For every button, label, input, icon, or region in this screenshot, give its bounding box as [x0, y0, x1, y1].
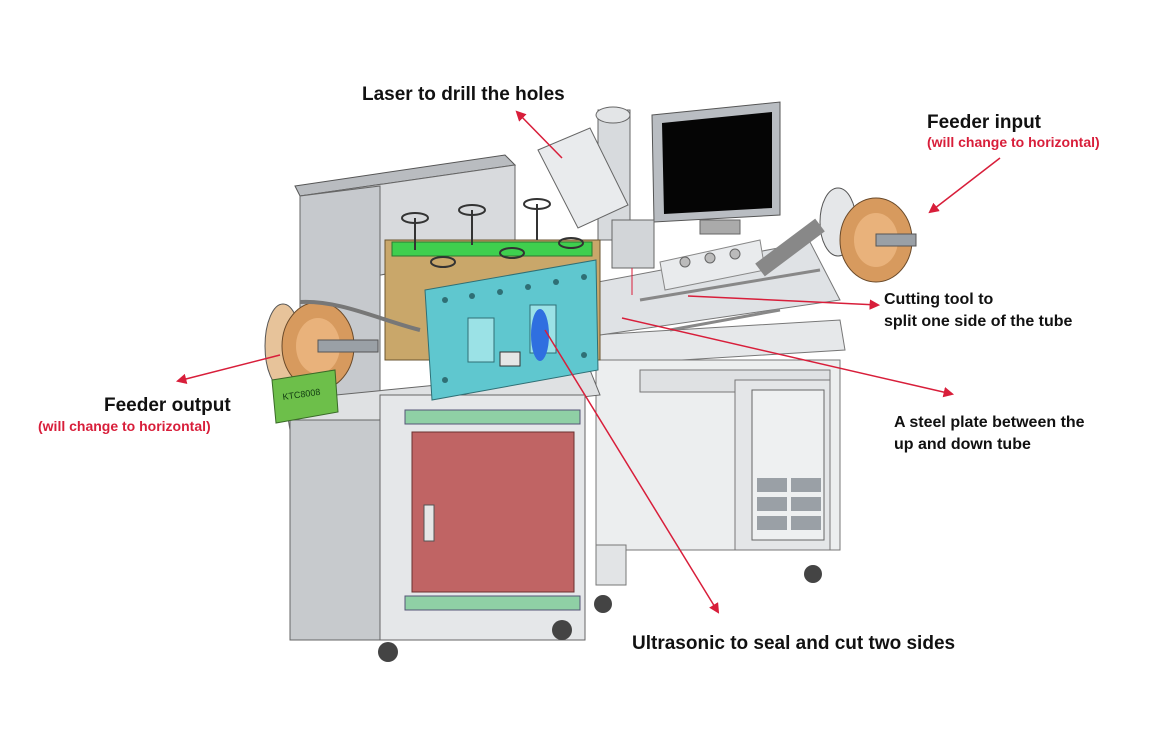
front-plate	[424, 259, 599, 401]
steel-plate-arrow	[621, 317, 955, 398]
cutting-tool-label-line2: split one side of the tube	[884, 313, 1073, 330]
feeder-input-roll	[755, 187, 917, 283]
steel-plate-label-line2: up and down tube	[894, 436, 1031, 453]
cutting-tool-label-line1: Cutting tool to	[884, 291, 994, 308]
feeder-output-label: Feeder output	[104, 395, 231, 416]
laser-unit	[537, 106, 655, 295]
vent-grille	[757, 478, 821, 530]
ultrasonic-arrow	[544, 329, 720, 614]
monitor	[651, 101, 781, 235]
feeder-output-note: (will change to horizontal)	[38, 418, 211, 434]
steel-plate-label-line1: A steel plate between the	[894, 414, 1085, 431]
laser-arrow	[515, 110, 563, 159]
right-desk	[591, 319, 846, 613]
feeder-input-arrow	[928, 157, 1001, 214]
feeder-output-arrow	[175, 354, 281, 385]
machine-tag: KTC8008	[271, 369, 339, 424]
ultrasonic-label: Ultrasonic to seal and cut two sides	[632, 633, 956, 654]
cutting-tool-arrow	[687, 295, 881, 310]
feeder-input-label: Feeder input	[927, 112, 1042, 133]
laser-label: Laser to drill the holes	[362, 84, 565, 105]
feeder-output-roll	[264, 299, 421, 391]
feeder-input-note: (will change to horizontal)	[927, 134, 1100, 150]
